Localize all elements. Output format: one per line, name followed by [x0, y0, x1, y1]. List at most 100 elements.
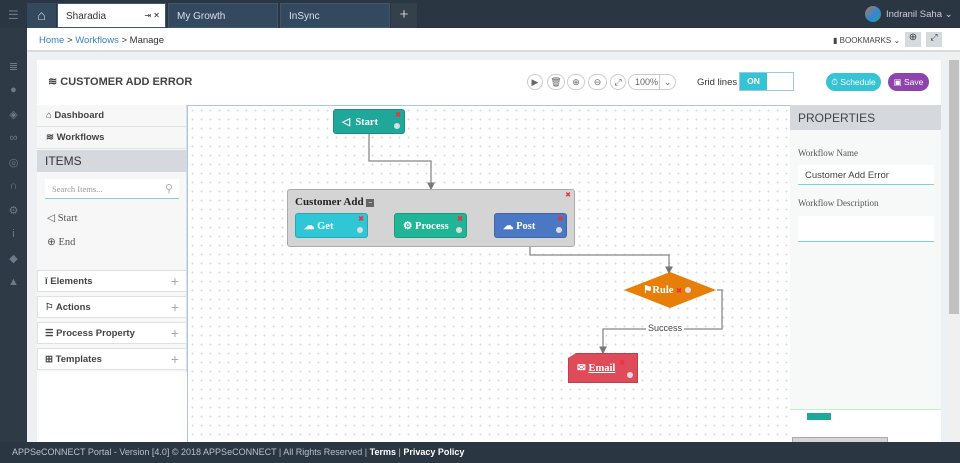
connector-dot[interactable]	[394, 123, 400, 129]
node-process[interactable]: ⚙ Process✖	[394, 213, 467, 238]
node-get[interactable]: ☁ Get✖	[295, 213, 368, 238]
connector-dot[interactable]	[556, 227, 562, 233]
minimap-start	[807, 413, 831, 420]
connector-dot[interactable]	[456, 227, 462, 233]
node-label: Start	[355, 117, 379, 128]
node-rule[interactable]: ⚑Rule ✖	[643, 284, 691, 296]
remove-icon[interactable]: ✖	[619, 359, 625, 367]
edge-label-success: Success	[646, 323, 685, 333]
zoom-value: 100%	[635, 77, 659, 87]
remove-icon[interactable]: ✖	[676, 287, 682, 295]
breadcrumb-bar: Home > Workflows > Manage ▮ BOOKMARKS ⌄ …	[27, 28, 960, 52]
terms-link[interactable]: Terms	[369, 447, 396, 457]
tab-label: Sharadia	[66, 11, 107, 22]
add-tab-button[interactable]: +	[391, 3, 417, 28]
grid-lines-toggle[interactable]: ON	[739, 72, 794, 91]
remove-icon[interactable]: ✖	[565, 192, 571, 199]
link-icon[interactable]: ∞	[9, 132, 18, 144]
section-label: Actions	[55, 302, 91, 313]
breadcrumb-sep: >	[66, 35, 73, 46]
crosshair-icon: ⊕	[47, 237, 56, 248]
home-tab-icon[interactable]: ⌂	[27, 3, 56, 28]
group-title: Customer Add −	[295, 196, 375, 208]
minimap[interactable]	[790, 409, 941, 442]
properties-panel: PROPERTIES Workflow Name Customer Add Er…	[790, 105, 941, 442]
cloud-download-icon: ☁	[304, 221, 315, 232]
support-icon[interactable]: ◎	[8, 157, 19, 169]
zoom-in-button[interactable]: ⊕	[567, 74, 585, 90]
gear-icon[interactable]: ⚙	[8, 205, 19, 217]
avatar[interactable]	[865, 6, 881, 22]
section-elements[interactable]: ǐ Elements+	[37, 270, 187, 292]
tag-icon[interactable]: ◈	[9, 109, 18, 121]
workflow-description-input[interactable]	[798, 216, 934, 242]
breadcrumb-home[interactable]: Home	[39, 35, 65, 46]
section-process-property[interactable]: ☰ Process Property+	[37, 322, 187, 344]
ticket-icon[interactable]: ◆	[9, 253, 18, 265]
connector-dot[interactable]	[357, 227, 363, 233]
tab-insync[interactable]: InSync	[280, 3, 390, 28]
menu-icon[interactable]: ☰	[8, 8, 19, 22]
tab-sharadia[interactable]: Sharadia ⇥ ✕	[57, 3, 166, 28]
workflow-name-label: Workflow Name	[798, 148, 859, 158]
section-label: Process Property	[56, 328, 135, 339]
user-menu[interactable]: Indranil Saha ⌄	[886, 9, 953, 20]
nav-workflows[interactable]: ≋ Workflows	[37, 127, 187, 149]
node-rule-shape[interactable]	[624, 272, 716, 309]
workflow-name-input[interactable]: Customer Add Error	[798, 165, 934, 185]
bridge-icon[interactable]: ∩	[9, 180, 18, 192]
breadcrumb: Home > Workflows > Manage	[39, 35, 164, 46]
scrollbar-thumb[interactable]	[949, 60, 959, 314]
chat-icon[interactable]: ●	[10, 84, 17, 96]
section-label: Templates	[55, 354, 102, 365]
schedule-button[interactable]: ⏱ Schedule	[826, 73, 881, 91]
item-end[interactable]: ⊕ End	[47, 236, 75, 248]
run-button[interactable]: ▶	[527, 74, 543, 90]
breadcrumb-workflows[interactable]: Workflows	[75, 35, 119, 46]
section-actions[interactable]: ⚐ Actions+	[37, 296, 187, 318]
tab-my-growth[interactable]: My Growth	[168, 3, 278, 28]
delete-button[interactable]: 🗑	[547, 74, 565, 90]
pin-close-icon[interactable]: ⇥ ✕	[144, 11, 160, 20]
connector-dot[interactable]	[627, 372, 633, 378]
database-icon[interactable]: ≣	[8, 61, 19, 73]
bookmark-icon: ▮	[833, 36, 838, 45]
zoom-out-button[interactable]: ⊖	[588, 74, 607, 90]
search-items-input[interactable]: Search Items... ⚲	[45, 179, 179, 199]
nav-label: Dashboard	[54, 110, 105, 121]
remove-icon[interactable]: ✖	[557, 215, 563, 223]
fit-button[interactable]: ⤢	[610, 74, 626, 90]
fullscreen-button[interactable]: ⤢	[926, 32, 942, 47]
edge-rule-email	[599, 289, 723, 355]
scrollbar[interactable]	[948, 52, 960, 442]
grid-lines-label: Grid lines :	[697, 77, 743, 88]
add-bookmark-button[interactable]: ⊕	[905, 32, 921, 47]
nav-label: Workflows	[56, 132, 105, 143]
collapse-icon[interactable]: −	[366, 199, 375, 207]
node-post[interactable]: ☁ Post✖	[494, 213, 567, 238]
section-label: Elements	[50, 276, 93, 287]
bookmarks-dropdown[interactable]: ▮ BOOKMARKS ⌄	[833, 36, 901, 45]
node-email[interactable]: ✉ Email✖	[568, 353, 638, 383]
remove-icon[interactable]: ✖	[358, 215, 364, 223]
zoom-select[interactable]: 100%⌄	[628, 74, 676, 90]
node-start[interactable]: ◁ Start✖	[333, 109, 405, 134]
privacy-link[interactable]: Privacy Policy	[403, 447, 465, 457]
elements-icon: ǐ	[45, 276, 48, 287]
save-icon: ▣	[893, 77, 902, 87]
save-button[interactable]: ▣ Save	[888, 73, 929, 91]
page-title: ≋ CUSTOMER ADD ERROR	[48, 75, 192, 88]
remove-icon[interactable]: ✖	[457, 215, 463, 223]
bookmarks-label: BOOKMARKS	[839, 36, 892, 45]
plus-icon: +	[170, 299, 179, 315]
workflow-canvas[interactable]: ◁ Start✖ Customer Add − ✖ ☁ Get✖ ⚙ Proce…	[187, 105, 790, 442]
nav-dashboard[interactable]: ⌂ Dashboard	[37, 105, 187, 127]
search-icon: ⚲	[164, 183, 173, 195]
item-start[interactable]: ◁ Start	[47, 212, 78, 224]
node-label: Rule	[652, 285, 674, 296]
user-icon[interactable]: ▲	[8, 276, 19, 288]
remove-icon[interactable]: ✖	[395, 111, 401, 119]
info-icon[interactable]: i	[12, 228, 15, 240]
connector-dot[interactable]	[684, 287, 691, 293]
section-templates[interactable]: ⊞ Templates+	[37, 348, 187, 370]
